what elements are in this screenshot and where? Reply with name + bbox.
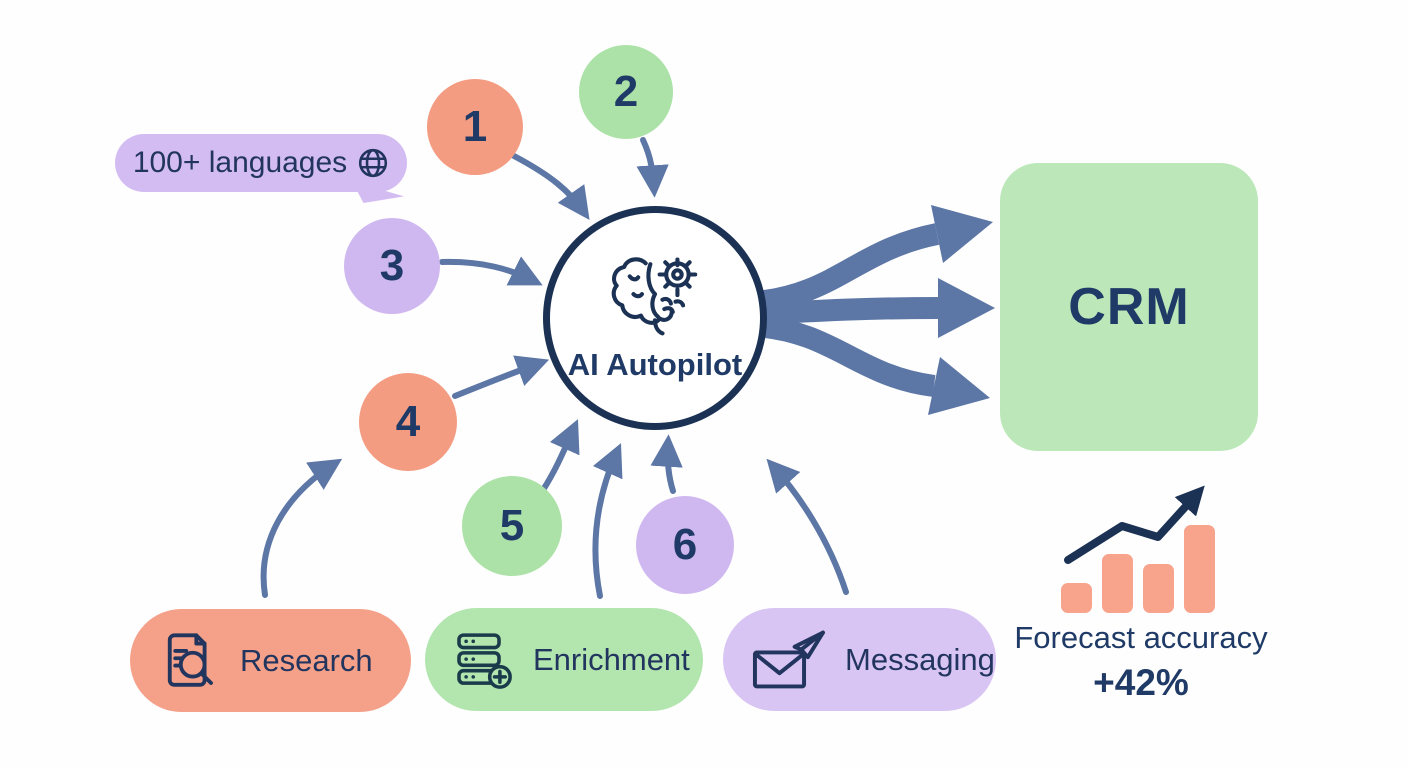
arrow-crm-middle	[755, 297, 939, 325]
arrow-center-to-crm-group	[754, 205, 995, 415]
pill-enrichment-label: Enrichment	[533, 641, 690, 677]
forecast-bar	[1184, 525, 1215, 613]
arrow-crm-top	[754, 223, 940, 313]
ai-autopilot-node: AI Autopilot	[543, 206, 767, 430]
step-node-2: 2	[579, 45, 673, 139]
step-node-1-label: 1	[462, 102, 488, 151]
forecast-caption-line2: +42%	[1093, 662, 1189, 703]
brain-gear-icon	[611, 257, 698, 336]
arrow-research-to-node4	[260, 458, 343, 598]
forecast-caption: Forecast accuracy +42%	[1005, 620, 1277, 704]
step-node-4-label: 4	[395, 397, 421, 446]
arrow-node2-to-center	[636, 137, 669, 198]
arrow-enrichment-to-center	[592, 443, 623, 599]
step-node-2-label: 2	[613, 67, 639, 116]
arrow-crm-bottom	[755, 315, 936, 397]
forecast-trend-line	[1064, 485, 1205, 564]
pill-messaging-label: Messaging	[845, 641, 995, 677]
languages-bubble: 100+ languages	[115, 134, 407, 192]
forecast-bar	[1061, 583, 1092, 613]
arrow-node4-to-center	[452, 355, 550, 399]
forecast-bar	[1143, 564, 1174, 613]
pill-enrichment: Enrichment	[425, 608, 703, 711]
arrow-node3-to-center	[439, 256, 543, 286]
crm-label: CRM	[1068, 278, 1190, 336]
step-node-3-label: 3	[379, 241, 405, 290]
forecast-caption-line1: Forecast accuracy	[1014, 620, 1268, 655]
pill-research: Research	[130, 609, 411, 712]
pill-research-label: Research	[240, 642, 373, 678]
arrowhead-crm-top	[931, 205, 993, 263]
email-send-icon	[749, 626, 827, 694]
document-search-icon	[156, 628, 222, 694]
step-node-3: 3	[344, 218, 440, 314]
arrow-node6-to-center	[650, 434, 683, 494]
crm-box: CRM	[1000, 163, 1258, 451]
pill-messaging: Messaging	[723, 608, 996, 711]
step-node-5: 5	[462, 476, 562, 576]
forecast-bar-chart	[1061, 520, 1221, 613]
arrow-node5-to-center	[540, 419, 580, 493]
step-node-5-label: 5	[499, 501, 525, 550]
arrow-messaging-to-center	[766, 458, 849, 595]
step-node-4: 4	[359, 373, 457, 471]
step-node-6: 6	[636, 496, 734, 594]
step-node-1: 1	[427, 79, 523, 175]
globe-icon	[359, 148, 388, 178]
forecast-bar	[1102, 554, 1133, 613]
arrow-node1-to-center	[511, 153, 590, 220]
ai-autopilot-label: AI Autopilot	[567, 347, 743, 382]
languages-bubble-label: 100+ languages	[132, 146, 348, 179]
arrowhead-crm-bottom	[928, 357, 990, 415]
database-plus-icon	[451, 628, 515, 692]
step-node-6-label: 6	[672, 520, 698, 569]
arrowhead-crm-middle	[938, 278, 995, 338]
